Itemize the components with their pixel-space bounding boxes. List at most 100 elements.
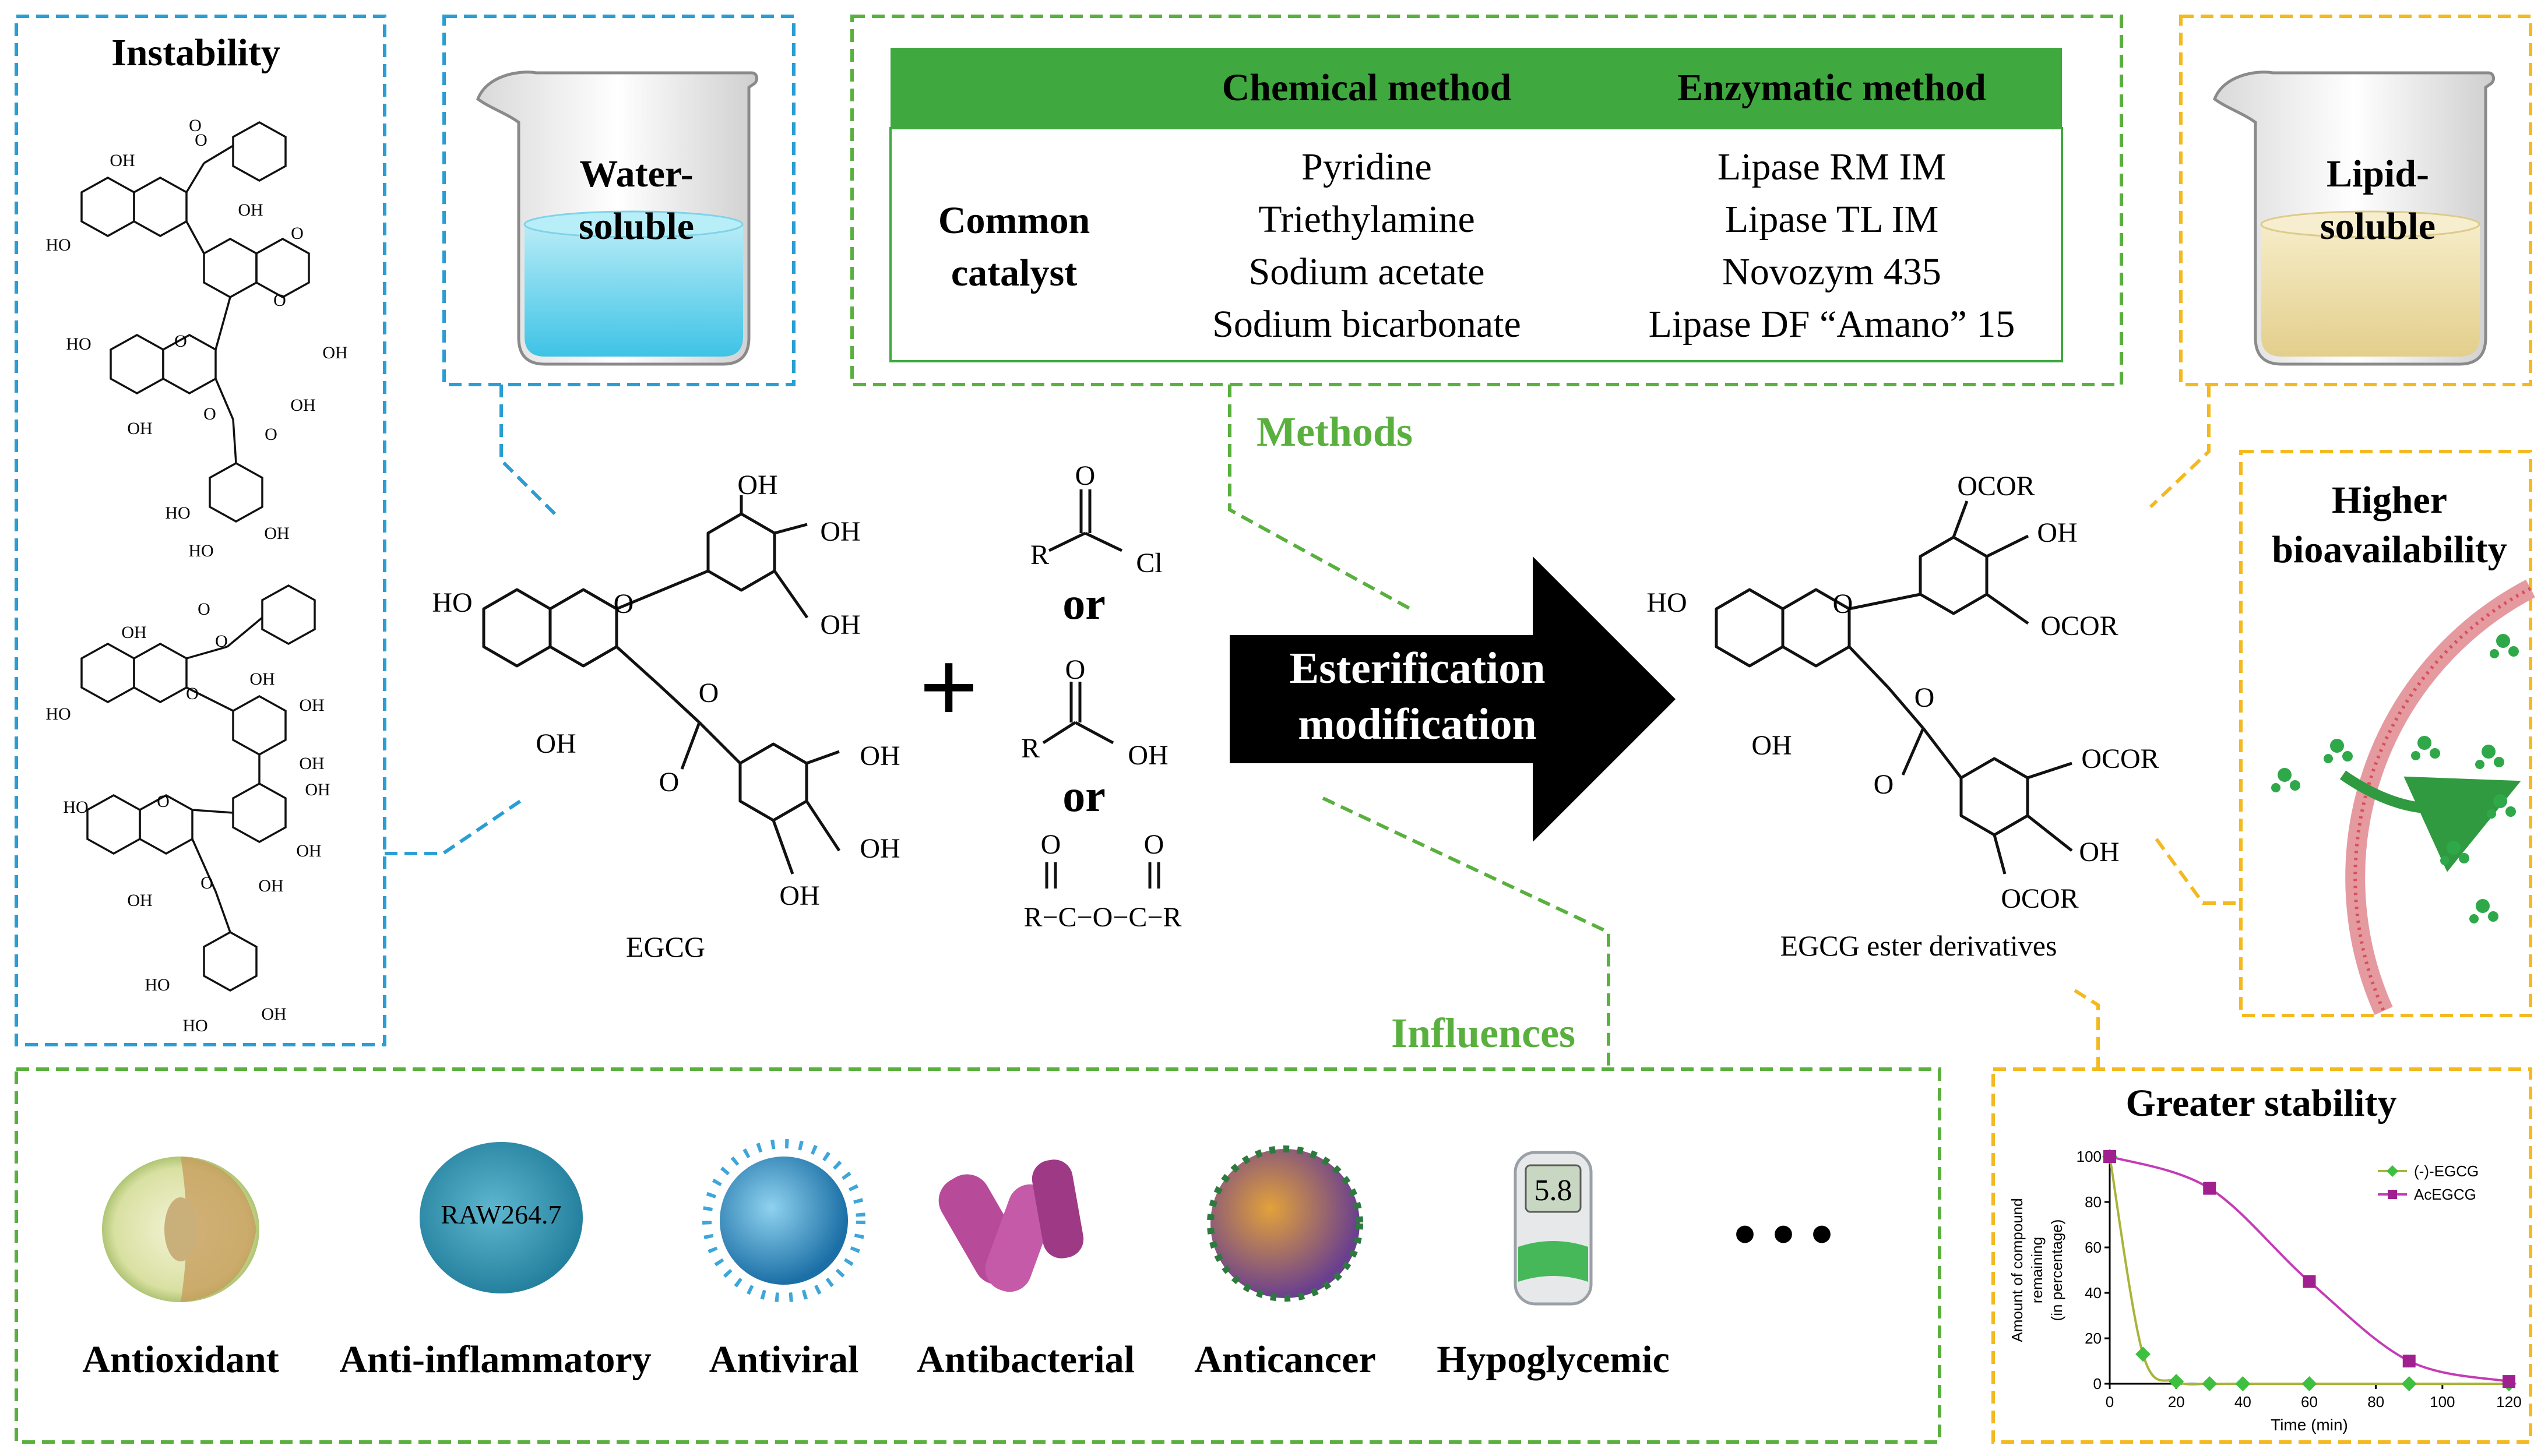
egcg-structure: OH OH OH HO O OH O O OH OH OH EGCG bbox=[432, 470, 900, 963]
atom: O bbox=[198, 600, 210, 619]
data-point bbox=[2169, 1374, 2184, 1390]
ester-atom: OCOR bbox=[2001, 883, 2078, 914]
egcg-atom: O bbox=[659, 767, 680, 798]
x-tick-label: 40 bbox=[2234, 1393, 2251, 1411]
effect-label: Antiviral bbox=[709, 1338, 859, 1381]
x-tick-label: 0 bbox=[2106, 1393, 2114, 1411]
arrow-line2: modification bbox=[1298, 700, 1537, 749]
x-tick-label: 100 bbox=[2430, 1393, 2455, 1411]
atom: OH bbox=[238, 200, 263, 220]
effect-label: Hypoglycemic bbox=[1437, 1338, 1670, 1381]
table-header-enzymatic: Enzymatic method bbox=[1677, 66, 1986, 109]
atom: O bbox=[195, 131, 207, 150]
legend-label: AcEGCG bbox=[2414, 1186, 2476, 1203]
x-tick-label: 20 bbox=[2168, 1393, 2185, 1411]
water-beaker-illustration: Water- soluble bbox=[476, 70, 758, 366]
data-point bbox=[2103, 1150, 2116, 1163]
atom: OH bbox=[110, 151, 135, 170]
atom: OH bbox=[249, 669, 274, 689]
table-row-label-line2: catalyst bbox=[951, 252, 1077, 294]
instability-title: Instability bbox=[111, 31, 280, 74]
egcg-atom: O bbox=[614, 588, 634, 619]
x-tick-label: 60 bbox=[2301, 1393, 2318, 1411]
atom: OH bbox=[299, 754, 324, 773]
reagent-atom: O bbox=[1041, 829, 1061, 860]
data-point bbox=[2203, 1182, 2216, 1195]
plus-sign: + bbox=[919, 629, 979, 745]
lipid-beaker-illustration: Lipid- soluble bbox=[2212, 70, 2495, 366]
ester-atom: OCOR bbox=[2081, 743, 2159, 774]
cancer-cell-image bbox=[1207, 1145, 1363, 1302]
atom: OH bbox=[127, 891, 152, 910]
ester-atom: O bbox=[1874, 769, 1894, 800]
enzymatic-catalyst: Lipase TL IM bbox=[1725, 198, 1939, 241]
reagent-atom: R bbox=[1030, 540, 1049, 570]
methods-panel: Chemical method Enzymatic method Common … bbox=[850, 15, 2123, 386]
y-tick-label: 20 bbox=[2085, 1330, 2102, 1347]
methods-label: Methods bbox=[1257, 408, 1413, 455]
ester-atom: HO bbox=[1646, 587, 1687, 618]
ester-label: EGCG ester derivatives bbox=[1780, 929, 2057, 962]
instability-border bbox=[15, 15, 386, 1046]
reagent-atom: R bbox=[1021, 733, 1040, 764]
atom: O bbox=[186, 684, 199, 703]
y-tick-label: 80 bbox=[2085, 1193, 2102, 1211]
table-header-row bbox=[891, 48, 2062, 128]
atom: OH bbox=[264, 524, 289, 543]
effect-label: Anticancer bbox=[1194, 1338, 1376, 1381]
atom: HO bbox=[165, 503, 190, 523]
instability-dimer-2: OH HO O O O OH OH OH OH HO OH OH O OH O … bbox=[45, 584, 330, 1035]
effect-label: Antioxidant bbox=[82, 1338, 279, 1381]
atom: HO bbox=[63, 798, 88, 817]
raw264-label: RAW264.7 bbox=[441, 1200, 561, 1229]
ester-atom: OH bbox=[1751, 730, 1792, 761]
meter-readout: 5.8 bbox=[1535, 1174, 1572, 1207]
water-soluble-panel: Water- soluble bbox=[442, 15, 796, 386]
chemical-catalyst: Triethylamine bbox=[1258, 198, 1475, 241]
enzymatic-catalyst: Novozym 435 bbox=[1722, 251, 1941, 293]
atom: HO bbox=[45, 704, 71, 724]
atom: OH bbox=[121, 623, 146, 642]
reagents: O R Cl or O R OH or O O R−C−O−C−R bbox=[1021, 460, 1182, 933]
y-axis-label: remaining bbox=[2028, 1237, 2046, 1303]
connector-lines bbox=[385, 385, 2241, 1069]
reagent-atom: O bbox=[1075, 460, 1096, 491]
legend-marker bbox=[2387, 1165, 2398, 1177]
y-tick-label: 100 bbox=[2077, 1148, 2102, 1165]
atom: O bbox=[273, 291, 286, 310]
atom: O bbox=[189, 116, 202, 135]
reagent-atom: O bbox=[1144, 829, 1164, 860]
data-point bbox=[2235, 1376, 2251, 1391]
egcg-atom: OH bbox=[820, 609, 860, 640]
bioavailability-line1: Higher bbox=[2332, 479, 2447, 521]
data-point bbox=[2401, 1376, 2417, 1391]
apple-image bbox=[102, 1157, 259, 1302]
arrow-line1: Esterification bbox=[1289, 644, 1545, 693]
atom: HO bbox=[145, 975, 170, 995]
lipid-soluble-panel: Lipid- soluble bbox=[2179, 15, 2532, 386]
atom: OH bbox=[299, 696, 324, 715]
reagent-atom: O bbox=[1065, 654, 1086, 685]
lipid-soluble-line2: soluble bbox=[2320, 205, 2436, 248]
effects-border bbox=[15, 1067, 1941, 1444]
egcg-atom: OH bbox=[536, 728, 576, 759]
y-tick-label: 0 bbox=[2093, 1375, 2102, 1392]
esterification-arrow: Esterification modification bbox=[1230, 556, 1676, 842]
or-label: or bbox=[1062, 770, 1106, 821]
egcg-atom: OH bbox=[820, 516, 860, 547]
egcg-atom: O bbox=[699, 678, 719, 708]
atom: OH bbox=[322, 343, 347, 362]
atom: OH bbox=[290, 396, 315, 415]
egcg-atom: OH bbox=[779, 880, 819, 911]
table-header-chemical: Chemical method bbox=[1222, 66, 1512, 109]
methods-border bbox=[850, 15, 2123, 386]
ester-atom: OH bbox=[2037, 517, 2077, 548]
y-axis-label: (in percentage) bbox=[2048, 1219, 2065, 1321]
cell-membrane-illustration bbox=[2271, 579, 2535, 1015]
atom: OH bbox=[127, 419, 152, 438]
data-point bbox=[2303, 1275, 2316, 1288]
bacteria-image bbox=[938, 1159, 1084, 1292]
